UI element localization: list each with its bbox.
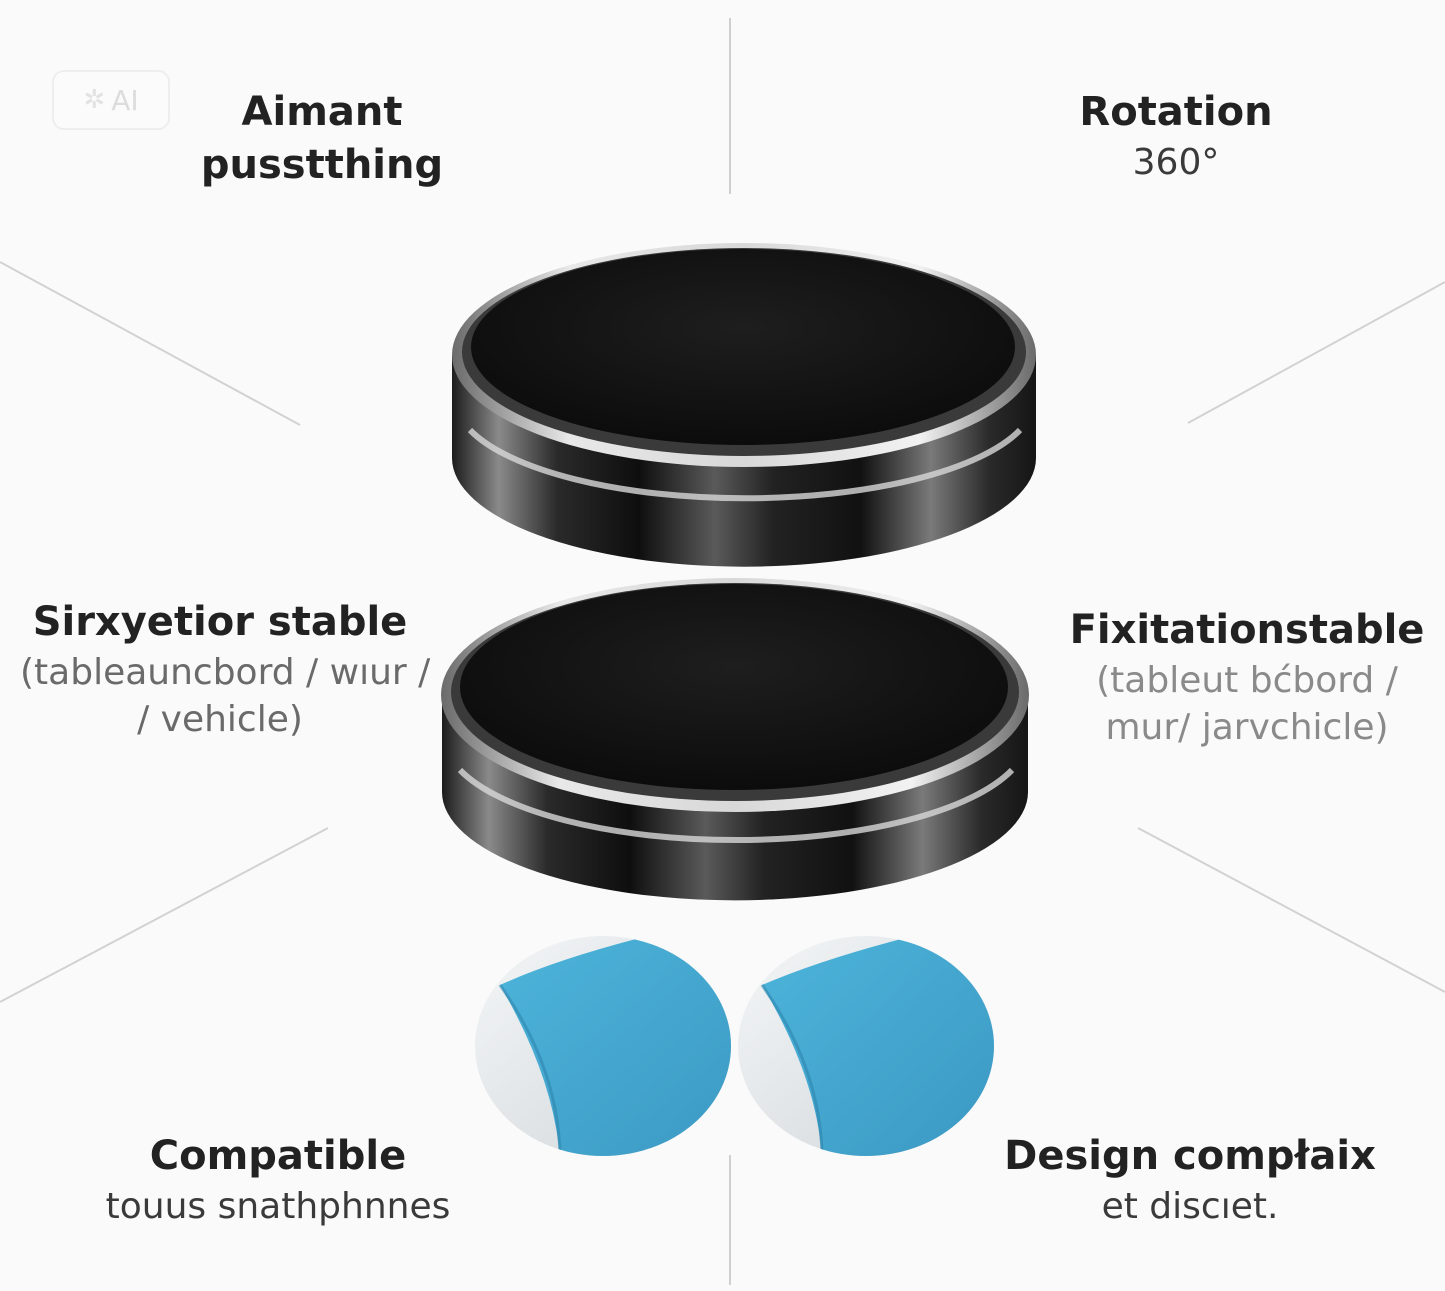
feature-title: Design compłaix	[1004, 1133, 1376, 1179]
feature-subtitle-2: mur/ jarvchicle)	[1105, 707, 1389, 749]
feature-subtitle: (tableut bćbord /	[1096, 659, 1398, 701]
feature-subtitle-2: / vehicle)	[137, 699, 303, 741]
ai-badge-text: AI	[111, 83, 139, 117]
feature-title: Fixitationstable	[1069, 607, 1425, 653]
sparkle-icon: ✲	[83, 85, 106, 115]
feature-title: Sirxyetior stable	[32, 599, 408, 645]
feature-middle-right: Fixitationstable (tableut bćbord / mur/…	[1062, 604, 1432, 752]
adhesive-sticker-right	[738, 936, 994, 1156]
feature-top-right: Rotation 360°	[1026, 86, 1326, 186]
feature-subtitle: touus snathphnnes	[105, 1185, 451, 1227]
feature-subtitle: 360°	[1132, 141, 1220, 183]
feature-subtitle: pusstthing	[200, 141, 444, 188]
feature-title: Aimant	[241, 89, 403, 135]
feature-middle-left: Sirxyetior stable (tableauncbord / wıur …	[20, 596, 431, 744]
feature-bottom-left: Compatible touus snathphnnes	[68, 1130, 488, 1230]
divider-line-lower-left	[0, 827, 329, 1003]
feature-top-left: Aimant pusstthing	[172, 86, 472, 192]
divider-line-lower-right	[1137, 827, 1445, 993]
magnet-disc-bottom	[441, 578, 1029, 901]
feature-title: Rotation	[1079, 89, 1273, 135]
feature-subtitle: (tableauncbord / wıur /	[20, 651, 431, 693]
feature-bottom-right: Design compłaix et discıet.	[1000, 1130, 1380, 1230]
divider-line-upper-right	[1187, 281, 1445, 424]
divider-line-upper-left	[0, 261, 301, 426]
ai-badge: ✲ AI	[52, 70, 170, 130]
feature-subtitle: et discıet.	[1101, 1185, 1279, 1227]
adhesive-sticker-left	[475, 936, 731, 1156]
feature-title: Compatible	[149, 1133, 407, 1179]
magnet-disc-top	[452, 243, 1036, 567]
